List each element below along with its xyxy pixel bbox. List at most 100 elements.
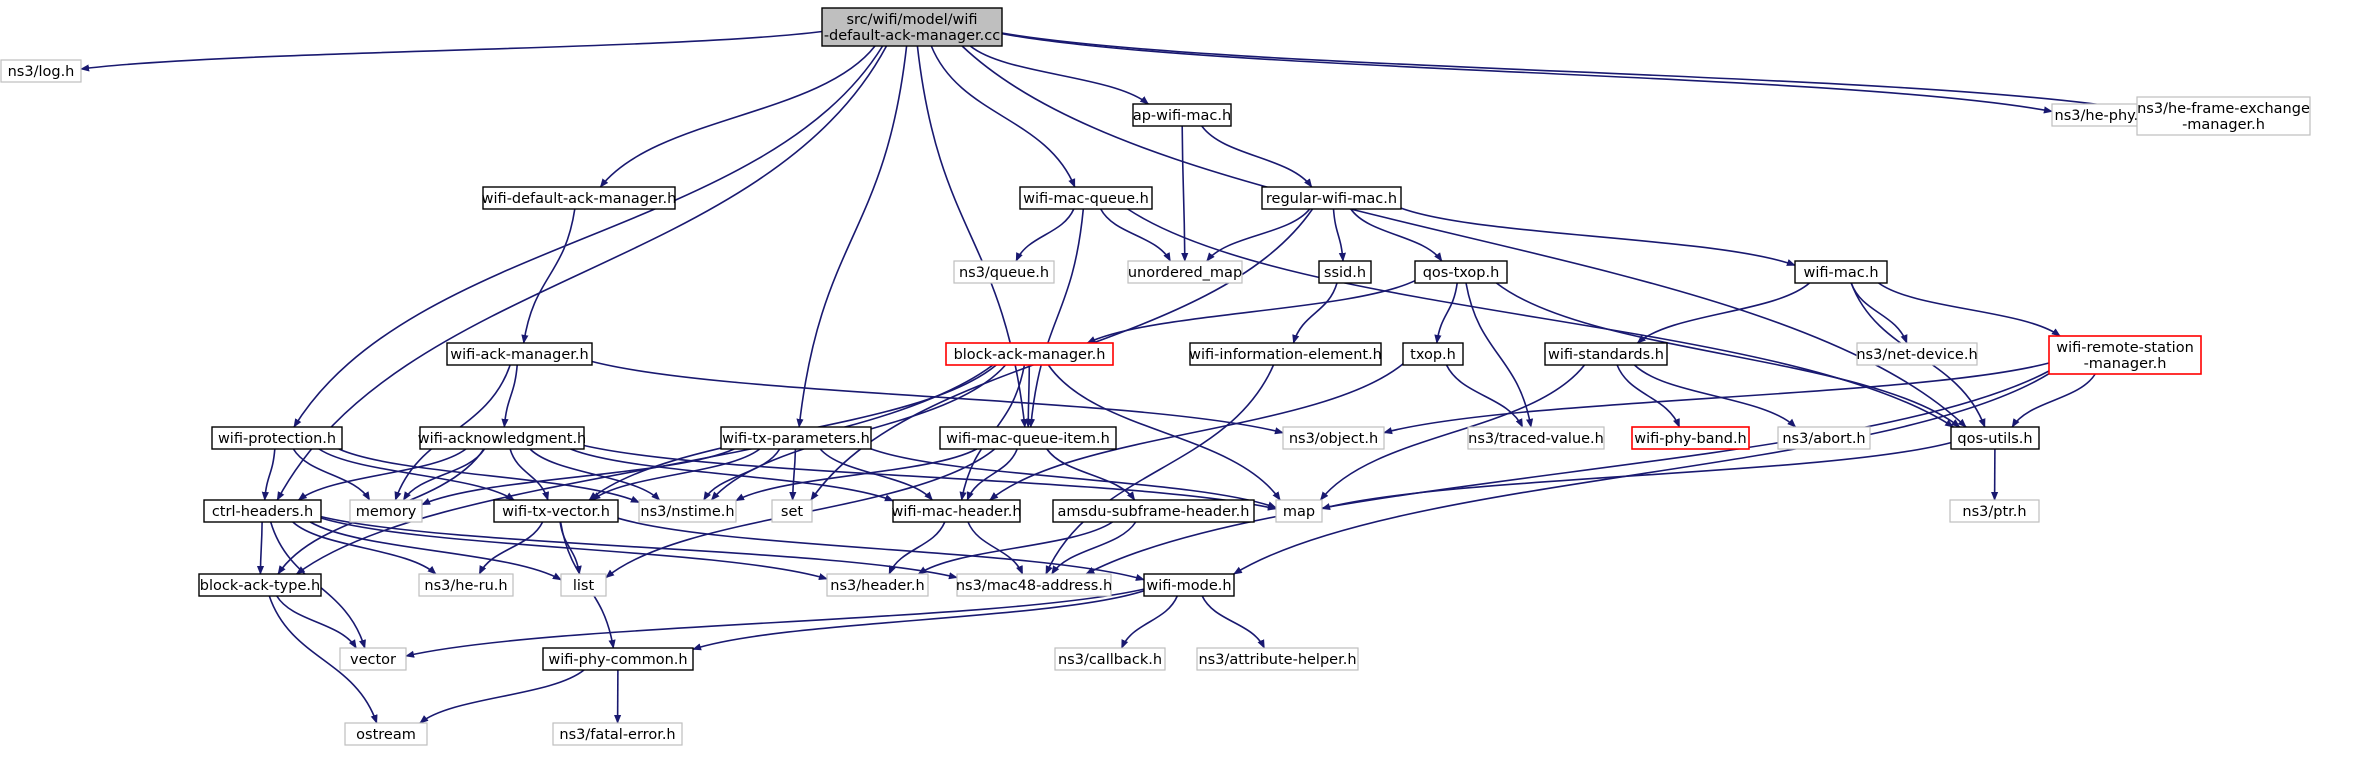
edge-qostx-to-qosu — [1495, 282, 1961, 428]
node-object[interactable]: ns3/object.h — [1282, 426, 1385, 450]
edge-apmac-to-umap — [1181, 125, 1189, 262]
edge-wack-to-wmh — [570, 448, 894, 502]
node-ptr[interactable]: ns3/ptr.h — [1949, 499, 2040, 523]
node-label: wifi-tx-parameters.h — [722, 431, 870, 447]
node-label: -manager.h — [2084, 356, 2167, 372]
edge-rwm-to-umap — [1206, 208, 1311, 262]
node-label: amsdu-subframe-header.h — [1058, 504, 1250, 520]
node-label: ns3/he-frame-exchange — [2137, 101, 2310, 117]
node-list[interactable]: list — [560, 573, 607, 597]
node-box — [446, 342, 593, 366]
node-box — [953, 260, 1055, 284]
node-wmode[interactable]: wifi-mode.h — [1143, 573, 1235, 597]
node-wack[interactable]: wifi-acknowledgment.h — [418, 426, 587, 450]
edge-wmac-to-netdev — [1850, 282, 1908, 344]
node-label: ns3/he-ru.h — [424, 578, 507, 594]
node-wrsm[interactable]: wifi-remote-station-manager.h — [2048, 335, 2202, 375]
node-wie[interactable]: wifi-information-element.h — [1189, 342, 1382, 366]
node-box — [198, 573, 322, 597]
node-wmh[interactable]: wifi-mac-header.h — [891, 499, 1022, 523]
node-label: txop.h — [1410, 347, 1456, 363]
node-box — [638, 499, 737, 523]
node-box — [1544, 342, 1668, 366]
node-wam[interactable]: wifi-ack-manager.h — [446, 342, 593, 366]
node-bat[interactable]: block-ack-type.h — [198, 573, 322, 597]
node-box — [1275, 499, 1323, 523]
node-label: ssid.h — [1324, 265, 1366, 281]
node-log[interactable]: ns3/log.h — [0, 59, 82, 83]
node-ctrl[interactable]: ctrl-headers.h — [203, 499, 322, 523]
node-wmq[interactable]: wifi-mac-queue.h — [1019, 186, 1153, 210]
node-traced[interactable]: ns3/traced-value.h — [1467, 426, 1605, 450]
node-wpb[interactable]: wifi-phy-band.h — [1631, 426, 1750, 450]
edge-root-to-log — [80, 30, 823, 72]
edge-wstd-to-wpb — [1616, 364, 1681, 428]
edge-bam-to-wmqi — [1024, 364, 1032, 428]
node-wprot[interactable]: wifi-protection.h — [211, 426, 343, 450]
node-box — [1127, 260, 1243, 284]
edge-bat-to-vector — [276, 595, 357, 649]
node-mac48[interactable]: ns3/mac48-address.h — [956, 573, 1112, 597]
node-set[interactable]: set — [771, 499, 813, 523]
node-qosu[interactable]: qos-utils.h — [1950, 426, 2040, 450]
node-map[interactable]: map — [1275, 499, 1323, 523]
node-abort[interactable]: ns3/abort.h — [1777, 426, 1871, 450]
node-amsdu[interactable]: amsdu-subframe-header.h — [1052, 499, 1255, 523]
node-box — [1189, 342, 1382, 366]
node-wmac[interactable]: wifi-mac.h — [1794, 260, 1888, 284]
node-heru[interactable]: ns3/he-ru.h — [418, 573, 514, 597]
node-wstd[interactable]: wifi-standards.h — [1544, 342, 1668, 366]
node-qostx[interactable]: qos-txop.h — [1414, 260, 1508, 284]
node-box — [1052, 499, 1255, 523]
node-box — [482, 186, 676, 210]
node-ostream[interactable]: ostream — [344, 722, 428, 746]
node-label: wifi-acknowledgment.h — [418, 431, 587, 447]
node-rwm[interactable]: regular-wifi-mac.h — [1261, 186, 1402, 210]
node-label: block-ack-type.h — [200, 578, 320, 594]
node-header[interactable]: ns3/header.h — [826, 573, 929, 597]
edge-wrsm-to-qosu — [2011, 373, 2096, 428]
edges-layer — [80, 30, 2138, 724]
node-root[interactable]: src/wifi/model/wifi-default-ack-manager.… — [821, 7, 1003, 47]
node-hefem[interactable]: ns3/he-frame-exchange-manager.h — [2136, 96, 2311, 136]
node-label: vector — [350, 652, 396, 668]
edge-wtxv-to-heru — [478, 521, 544, 575]
node-wtxp[interactable]: wifi-tx-parameters.h — [720, 426, 872, 450]
node-bam[interactable]: block-ack-manager.h — [945, 342, 1114, 366]
node-box — [419, 426, 585, 450]
node-hephy[interactable]: ns3/he-phy.h — [2051, 103, 2151, 127]
node-netdev[interactable]: ns3/net-device.h — [1856, 342, 1978, 366]
node-nstime[interactable]: ns3/nstime.h — [638, 499, 737, 523]
node-box — [1402, 342, 1464, 366]
node-wpc[interactable]: wifi-phy-common.h — [542, 647, 694, 671]
node-box — [2136, 96, 2311, 136]
node-vector[interactable]: vector — [339, 647, 407, 671]
node-wdam[interactable]: wifi-default-ack-manager.h — [482, 186, 677, 210]
node-ssid[interactable]: ssid.h — [1318, 260, 1372, 284]
node-attrh[interactable]: ns3/attribute-helper.h — [1196, 647, 1359, 671]
node-memory[interactable]: memory — [349, 499, 423, 523]
node-umap[interactable]: unordered_map — [1127, 260, 1243, 284]
node-callback[interactable]: ns3/callback.h — [1054, 647, 1166, 671]
edge-wrsm-to-object — [1383, 362, 2050, 435]
edge-wmode-to-vector — [405, 588, 1145, 658]
edge-wam-to-wack — [501, 364, 518, 428]
node-fatal[interactable]: ns3/fatal-error.h — [552, 722, 683, 746]
edge-wprot-to-ctrl — [261, 448, 276, 501]
edge-txop-to-traced — [1445, 364, 1524, 428]
node-txop[interactable]: txop.h — [1402, 342, 1464, 366]
node-queue[interactable]: ns3/queue.h — [953, 260, 1055, 284]
node-wmqi[interactable]: wifi-mac-queue-item.h — [939, 426, 1117, 450]
node-label: list — [573, 578, 595, 594]
node-apmac[interactable]: ap-wifi-mac.h — [1132, 103, 1232, 127]
edge-wam-to-object — [591, 360, 1284, 435]
edge-ctrl-to-bat — [256, 521, 265, 575]
node-wtxv[interactable]: wifi-tx-vector.h — [493, 499, 619, 523]
node-box — [1132, 103, 1232, 127]
edge-wmqi-to-amsdu — [1046, 448, 1136, 501]
node-label: ns3/he-phy.h — [2055, 108, 2148, 124]
edge-apmac-to-rwm — [1201, 125, 1313, 188]
edge-root-to-wprot — [293, 45, 884, 428]
edge-wmh-to-mac48 — [967, 521, 1024, 575]
edge-wack-to-ctrl — [297, 448, 467, 501]
